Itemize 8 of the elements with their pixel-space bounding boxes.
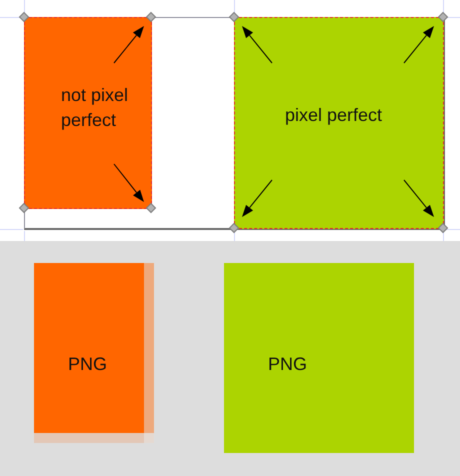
node-label: PNG xyxy=(268,353,308,376)
node-label: PNG xyxy=(68,353,108,376)
image-preview xyxy=(34,263,144,433)
selected-rectangle xyxy=(24,17,152,209)
image-preview xyxy=(224,263,414,453)
node-label: not pixel perfect xyxy=(61,84,130,132)
node-label: pixel perfect xyxy=(285,104,382,127)
selected-rectangle xyxy=(234,17,444,229)
